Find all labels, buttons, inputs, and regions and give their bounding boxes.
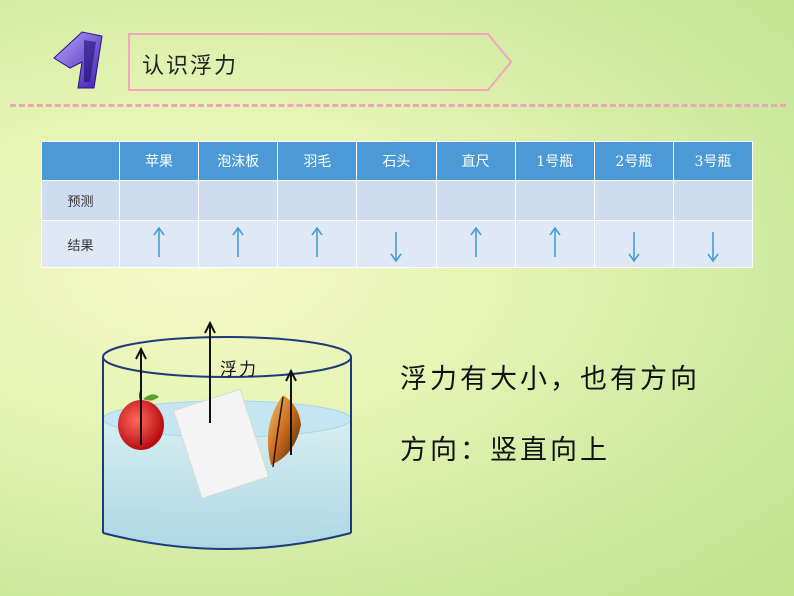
table-row-prediction: 预测 <box>41 180 754 221</box>
foam-board <box>172 388 270 499</box>
down-arrow-icon <box>627 231 641 263</box>
result-cell <box>593 220 674 268</box>
table-header-row: 苹果 泡沫板 羽毛 石头 直尺 1号瓶 2号瓶 3号瓶 <box>41 141 754 181</box>
header-cell <box>41 141 120 181</box>
down-arrow-icon <box>389 231 403 263</box>
header-cell: 1号瓶 <box>514 141 595 181</box>
prediction-cell[interactable] <box>672 180 754 221</box>
up-arrow-icon <box>548 226 562 258</box>
feather <box>267 395 301 468</box>
beaker-illustration <box>102 320 352 550</box>
row-label: 预测 <box>41 180 120 221</box>
prediction-cell[interactable] <box>356 180 437 221</box>
beaker-rim <box>102 336 352 378</box>
result-cell <box>514 220 595 268</box>
header-cell: 3号瓶 <box>672 141 754 181</box>
up-arrow-icon <box>310 226 324 258</box>
prediction-cell[interactable] <box>514 180 595 221</box>
header-cell: 直尺 <box>435 141 516 181</box>
up-arrow-icon <box>285 368 297 455</box>
up-arrow-icon <box>152 226 166 258</box>
statement-line-1: 浮力有大小，也有方向 <box>400 364 700 395</box>
prediction-cell[interactable] <box>198 180 279 221</box>
statement-line-2: 方向：竖直向上 <box>400 435 610 466</box>
result-cell <box>672 220 754 268</box>
header-cell: 2号瓶 <box>593 141 674 181</box>
prediction-cell[interactable] <box>435 180 516 221</box>
header-cell: 泡沫板 <box>198 141 279 181</box>
section-title: 认识浮力 <box>142 54 239 79</box>
observation-table: 苹果 泡沫板 羽毛 石头 直尺 1号瓶 2号瓶 3号瓶 预测 结果 <box>41 141 754 268</box>
row-label: 结果 <box>41 220 120 268</box>
up-arrow-icon <box>135 346 147 445</box>
up-arrow-icon <box>204 320 216 423</box>
title-frame <box>128 33 512 91</box>
buoyancy-label: 浮力 <box>220 360 258 380</box>
header-cell: 石头 <box>356 141 437 181</box>
divider <box>10 104 786 107</box>
result-cell <box>435 220 516 268</box>
header-cell: 羽毛 <box>277 141 358 181</box>
result-cell <box>198 220 279 268</box>
up-arrow-icon <box>469 226 483 258</box>
up-arrow-icon <box>231 226 245 258</box>
down-arrow-icon <box>706 231 720 263</box>
result-cell <box>277 220 358 268</box>
prediction-cell[interactable] <box>277 180 358 221</box>
result-cell <box>118 220 200 268</box>
prediction-cell[interactable] <box>593 180 674 221</box>
table-row-result: 结果 <box>41 220 754 268</box>
section-number-badge <box>53 31 103 89</box>
prediction-cell[interactable] <box>118 180 200 221</box>
header-cell: 苹果 <box>118 141 200 181</box>
result-cell <box>356 220 437 268</box>
